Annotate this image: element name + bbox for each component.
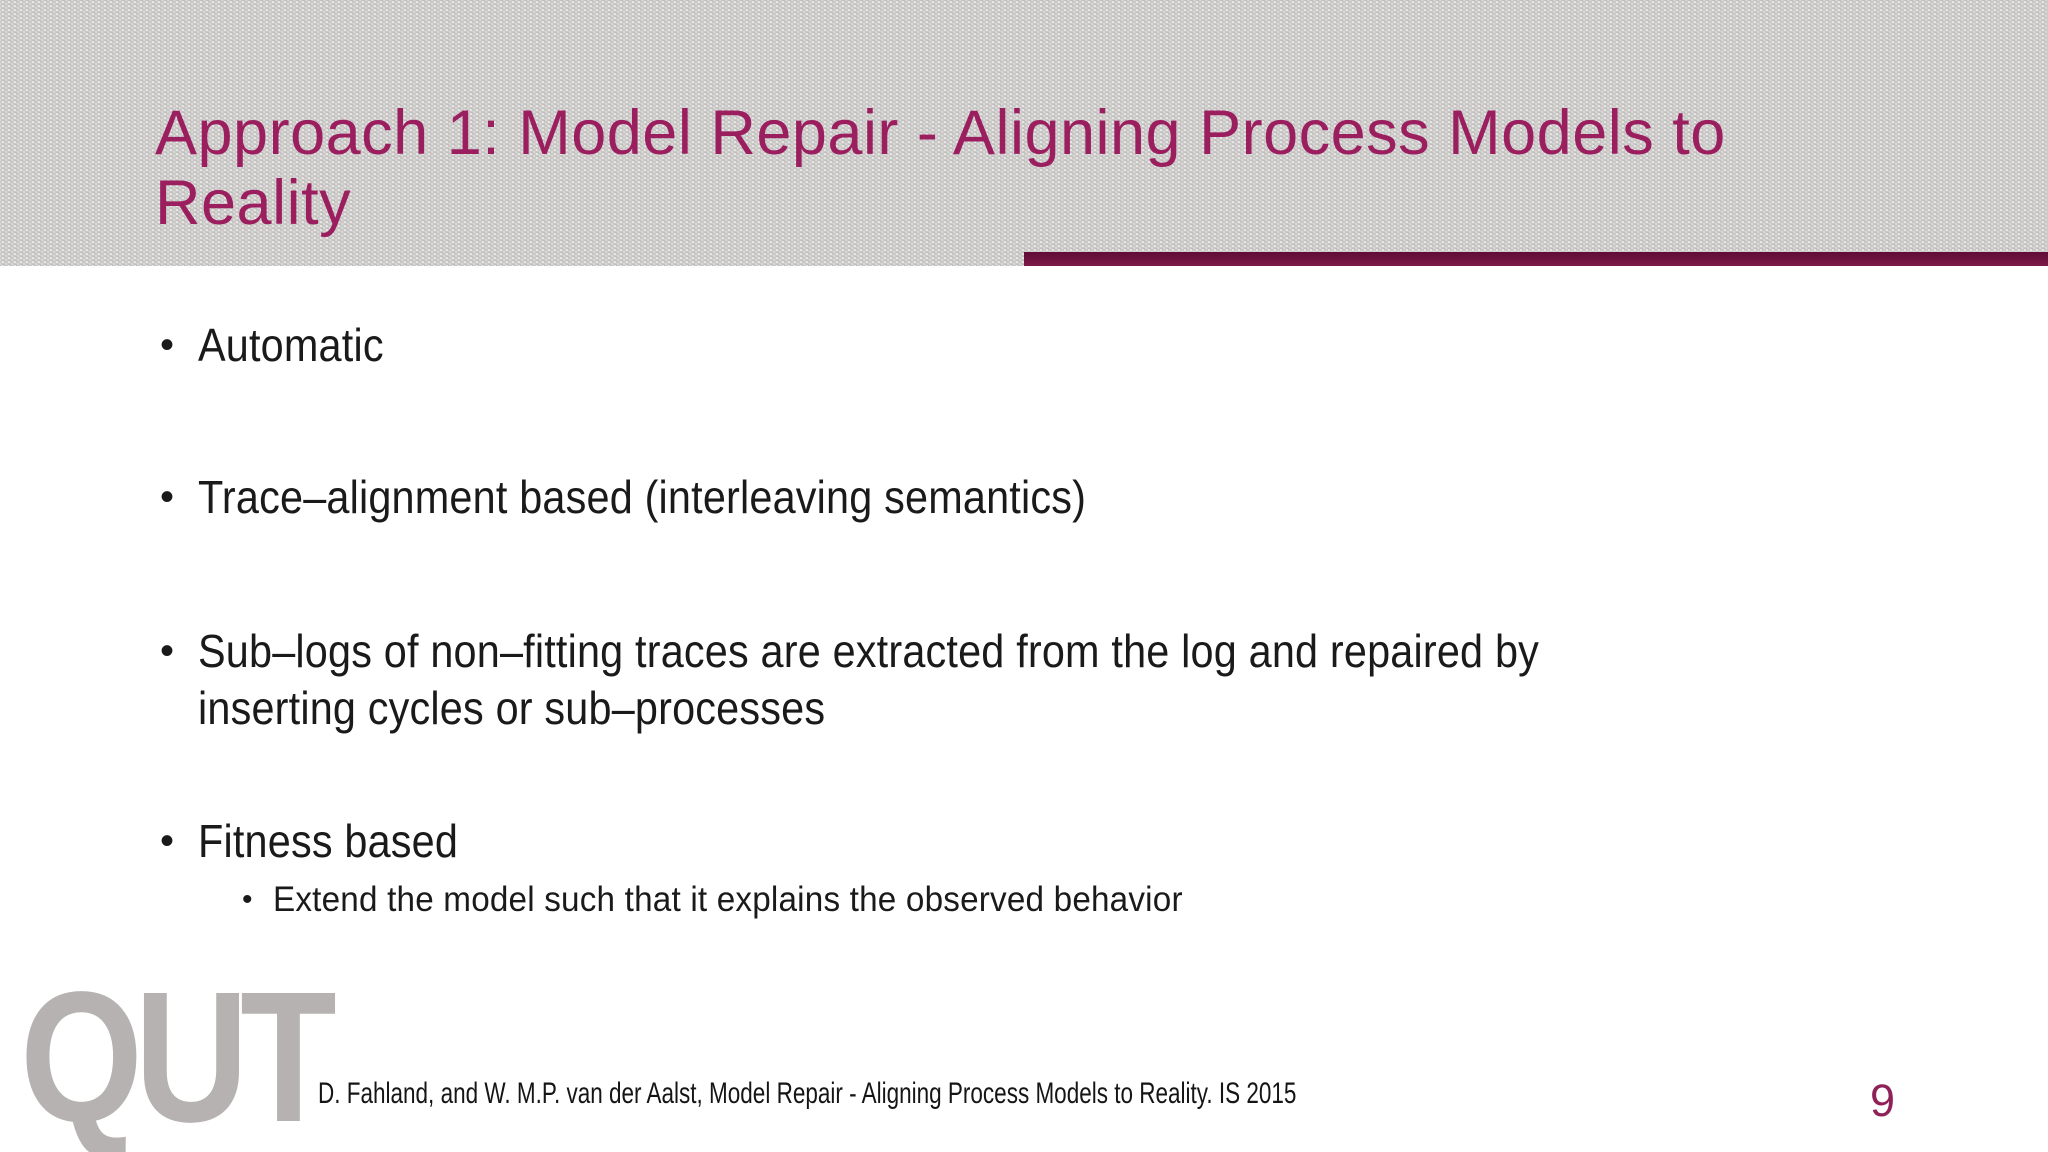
bullet-text: Sub–logs of non–fitting traces are extra… [198, 623, 1539, 737]
slide-title-line: Approach 1: Model Repair - Aligning Proc… [155, 98, 1726, 169]
slide-title: Approach 1: Model Repair - Aligning Proc… [155, 98, 1915, 238]
bullet-text-line: Extend the model such that it explains t… [273, 880, 1183, 919]
bullet-text: Trace–alignment based (interleaving sema… [198, 469, 1086, 526]
bullet-item: • Automatic [160, 317, 404, 374]
bullet-item: • Fitness based [160, 813, 487, 870]
sub-bullet-item: • Extend the model such that it explains … [242, 878, 1231, 922]
accent-divider-bar [1024, 252, 2048, 266]
bullet-text-line: Automatic [198, 319, 384, 371]
footer-citation: D. Fahland, and W. M.P. van der Aalst, M… [318, 1077, 1297, 1110]
bullet-marker: • [160, 475, 175, 519]
header-band: Approach 1: Model Repair - Aligning Proc… [0, 0, 2048, 266]
bullet-text-line: Fitness based [198, 815, 459, 867]
bullet-text: Extend the model such that it explains t… [273, 878, 1183, 922]
qut-logo: QUT [20, 954, 337, 1152]
bullet-text-line: inserting cycles or sub–processes [198, 682, 826, 734]
bullet-text-line: Trace–alignment based (interleaving sema… [198, 471, 1087, 523]
bullet-marker: • [160, 629, 175, 673]
bullet-marker: • [242, 883, 253, 916]
bullet-text: Fitness based [198, 813, 458, 870]
bullet-marker: • [160, 819, 175, 863]
page-number: 9 [1870, 1075, 1896, 1126]
bullet-item: • Sub–logs of non–fitting traces are extr… [160, 623, 1688, 737]
slide-title-line: Reality [155, 168, 352, 239]
bullet-marker: • [160, 323, 175, 367]
bullet-text: Automatic [198, 317, 384, 374]
bullet-text-line: Sub–logs of non–fitting traces are extra… [198, 625, 1540, 677]
bullet-item: • Trace–alignment based (interleaving sem… [160, 469, 1185, 526]
